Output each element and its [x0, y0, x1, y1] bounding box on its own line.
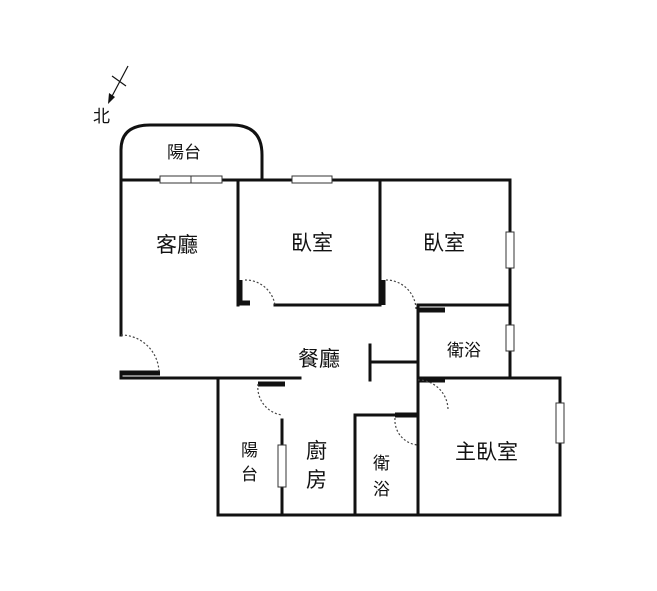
bathroom-2-label-1: 衛	[373, 454, 390, 474]
bedroom-1-label: 臥室	[291, 231, 333, 255]
balcony-side-label-1: 陽	[241, 441, 258, 461]
window-master	[555, 402, 565, 444]
balcony-side-label-2: 台	[241, 465, 258, 485]
bedroom1-door-icon	[244, 279, 276, 306]
bath2-door-icon	[394, 417, 419, 446]
window-bath1	[505, 324, 515, 352]
bedroom-2-label: 臥室	[423, 231, 465, 255]
door-jambs	[121, 280, 445, 418]
kitchen-label-1: 廚	[306, 439, 327, 463]
balcony-top-wall	[119, 123, 264, 182]
living-room-label: 客廳	[156, 233, 198, 257]
compass-needle	[109, 65, 129, 101]
compass-north-label: 北	[93, 107, 110, 127]
kitchen-label-2: 房	[306, 468, 327, 492]
master-bedroom-label: 主臥室	[455, 440, 518, 464]
entry-door-icon	[120, 334, 160, 374]
window-bedroom1	[291, 175, 333, 184]
master-door-icon	[417, 379, 449, 411]
door-swings	[120, 279, 449, 446]
balcony-top-label: 陽台	[167, 143, 201, 163]
compass-cross	[111, 75, 127, 87]
compass: 北	[93, 65, 129, 127]
bathroom-2-label-2: 浴	[373, 480, 390, 500]
outer-walls	[119, 178, 562, 517]
room-labels: 客廳 臥室 臥室 衛浴 餐廳 陽 台 廚 房 衛 浴 主臥室	[156, 231, 518, 500]
kitchen-door-icon	[257, 383, 283, 416]
balcony-top: 陽台	[119, 123, 264, 182]
compass-arrow-icon	[108, 93, 115, 104]
window-side-balcony	[277, 444, 287, 488]
bedroom2-door-icon	[385, 279, 417, 311]
dining-room-label: 餐廳	[298, 347, 340, 371]
window-bedroom2	[505, 231, 515, 269]
windows	[159, 175, 565, 488]
bathroom-1-label: 衛浴	[447, 341, 481, 361]
